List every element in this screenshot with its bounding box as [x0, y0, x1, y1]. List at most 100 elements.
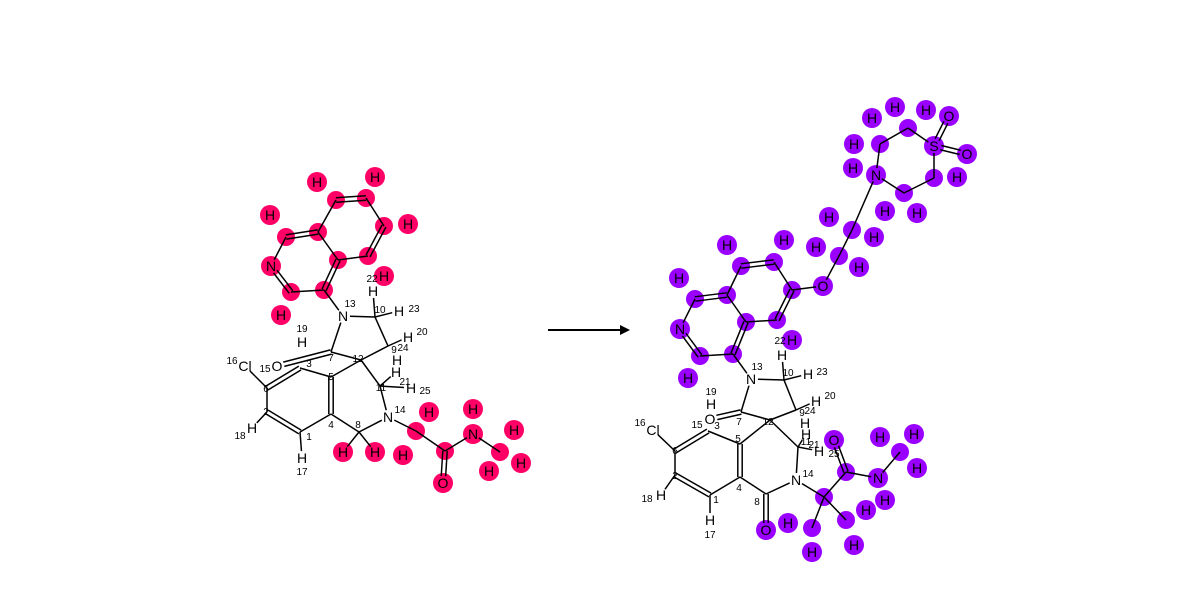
atom-map-number: 1	[713, 495, 719, 506]
bond-line	[360, 359, 381, 387]
double-bond-line	[716, 409, 741, 417]
bond-line	[249, 370, 268, 389]
bond-line	[838, 229, 853, 257]
atom-label: H	[403, 216, 413, 232]
atom-map-number: 3	[714, 421, 720, 432]
bond-line	[740, 385, 750, 413]
bond-line	[657, 434, 676, 452]
atom-label: O	[272, 358, 283, 374]
atom-map-number: 11	[376, 383, 387, 394]
atom-map-number: 14	[394, 405, 406, 416]
atom-label: H	[509, 422, 519, 438]
atom-label: H	[276, 307, 286, 323]
double-bond-line	[265, 413, 300, 435]
bond-line	[851, 181, 874, 231]
atom-label: O	[829, 432, 840, 448]
double-bond-line	[675, 472, 712, 494]
bond-line	[879, 127, 909, 145]
bond-line	[379, 385, 387, 411]
atom-map-number: 6	[263, 384, 269, 395]
atom-label: H	[854, 259, 864, 275]
atom-map-number: 1	[306, 432, 312, 443]
bond-line	[360, 345, 389, 361]
double-bond-line	[444, 451, 448, 477]
atom-label: N	[873, 470, 883, 486]
atom-highlight	[875, 201, 895, 221]
atom-map-number: 10	[374, 305, 386, 316]
atom-map-number: 20	[416, 327, 428, 338]
atom-map-number: 18	[641, 494, 653, 505]
double-bond-line	[267, 369, 302, 391]
double-bond-line	[267, 409, 302, 431]
atom-label: S	[929, 138, 938, 154]
bond-line	[881, 178, 905, 194]
atom-map-number: 10	[782, 368, 794, 379]
bond-line	[709, 476, 741, 496]
bond-line	[358, 419, 383, 433]
double-bond-line	[440, 450, 444, 476]
bond-line	[757, 378, 785, 381]
atom-label: H	[912, 460, 922, 476]
atom-map-number: 6	[672, 446, 678, 457]
bond-line	[358, 431, 372, 448]
atom-map-number: 15	[691, 420, 703, 431]
atom-highlight	[849, 257, 869, 277]
atom-label: O	[705, 411, 716, 427]
bond-line	[379, 385, 405, 389]
atom-label: H	[403, 329, 413, 345]
atom-label: H	[674, 270, 684, 286]
atom-highlight	[778, 513, 798, 533]
atom-highlight	[819, 207, 839, 227]
atom-label: O	[944, 108, 955, 124]
atom-map-number: 21	[808, 440, 820, 451]
atom-label: H	[800, 415, 810, 431]
atom-map-number: 7	[328, 353, 334, 364]
atom-label: H	[424, 404, 434, 420]
atom-label: H	[803, 366, 813, 382]
atom-label: H	[297, 334, 307, 350]
atom-highlight	[904, 424, 924, 444]
atom-map-number: 17	[704, 530, 716, 541]
atom-label: N	[338, 308, 348, 324]
atom-highlight	[907, 203, 927, 223]
bond-line	[330, 413, 360, 433]
bond-line	[387, 339, 402, 347]
atom-highlight	[862, 108, 882, 128]
bond-line	[337, 255, 369, 261]
bond-line	[795, 446, 799, 474]
double-bond-line	[335, 195, 366, 199]
atom-map-number: 12	[762, 417, 774, 428]
double-bond-line	[286, 233, 319, 240]
atom-label: H	[849, 537, 859, 553]
double-bond-line	[717, 413, 742, 421]
atom-highlight	[393, 445, 413, 465]
bond-line	[415, 430, 446, 452]
atom-label: H	[370, 444, 380, 460]
bond-line	[379, 376, 392, 387]
atom-label: H	[265, 207, 275, 223]
atom-label: H	[706, 396, 716, 412]
atom-label: H	[406, 380, 416, 396]
atom-map-number: 25	[828, 449, 840, 460]
atom-label: H	[338, 444, 348, 460]
atom-map-number: 15	[259, 364, 271, 375]
atom-highlight	[844, 134, 864, 154]
atom-label: H	[777, 347, 787, 363]
atom-highlight	[856, 500, 876, 520]
atom-map-number: 16	[634, 418, 646, 429]
atom-map-number: 5	[735, 434, 741, 445]
atom-label: H	[824, 209, 834, 225]
atom-highlight	[669, 268, 689, 288]
bond-line	[801, 482, 825, 498]
atom-label: H	[787, 332, 797, 348]
atom-highlight	[907, 458, 927, 478]
bond-line	[317, 231, 339, 261]
double-bond-line	[272, 272, 290, 294]
double-bond-line	[694, 292, 727, 298]
atom-map-number: 16	[226, 356, 238, 367]
atom-map-number: 19	[296, 324, 308, 335]
bond-line	[876, 143, 881, 169]
atom-map-number: 14	[802, 469, 814, 480]
bond-line	[907, 127, 929, 143]
